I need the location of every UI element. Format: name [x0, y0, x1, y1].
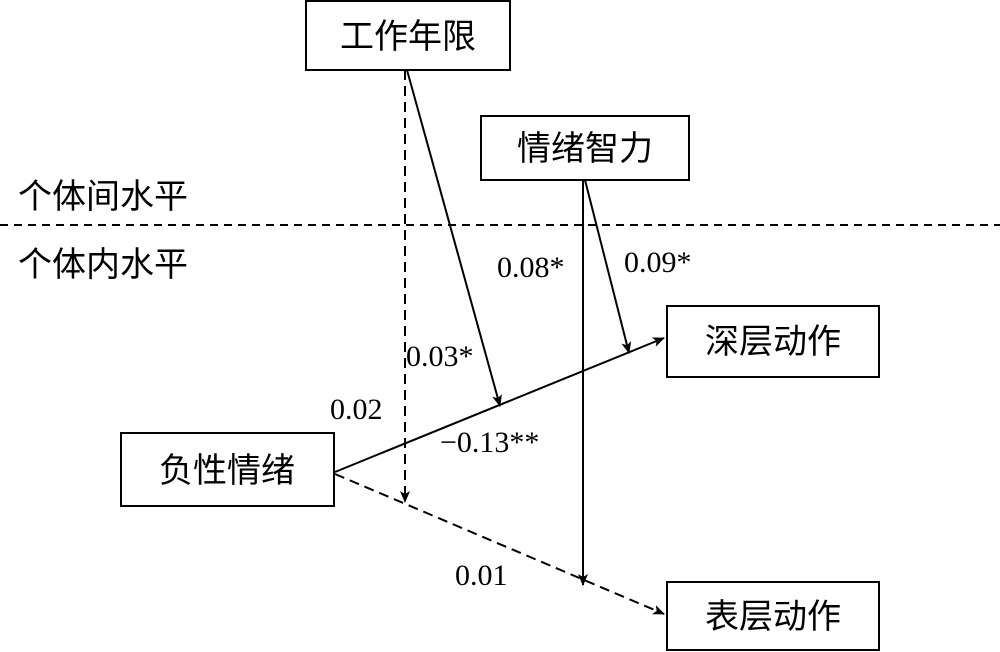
node-ei-label: 情绪智力	[517, 129, 653, 169]
path-neg-to-surface	[334, 473, 665, 615]
coef-ei-surface: 0.08*	[497, 251, 565, 284]
coef-neg-deep: −0.13**	[440, 426, 539, 459]
coef-tenure-deep: 0.03*	[406, 340, 474, 373]
between-level-label: 个体间水平	[18, 177, 188, 217]
within-level-label: 个体内水平	[18, 245, 188, 285]
node-deep-label: 深层动作	[705, 322, 841, 362]
node-neg-label: 负性情绪	[159, 451, 295, 491]
path-tenure-to-deep	[406, 69, 502, 407]
node-surface-label: 表层动作	[705, 597, 841, 637]
node-tenure: 工作年限	[305, 0, 511, 71]
node-surface-acting: 表层动作	[666, 581, 880, 651]
coef-neg-surface: 0.01	[455, 559, 508, 592]
node-emotional-intelligence: 情绪智力	[480, 115, 690, 181]
coef-tenure-surface: 0.02	[330, 393, 383, 426]
coef-ei-deep: 0.09*	[624, 246, 692, 279]
node-deep-acting: 深层动作	[666, 305, 880, 378]
path-ei-to-deep	[584, 179, 632, 354]
node-negative-emotion: 负性情绪	[120, 432, 335, 507]
node-tenure-label: 工作年限	[340, 17, 476, 57]
